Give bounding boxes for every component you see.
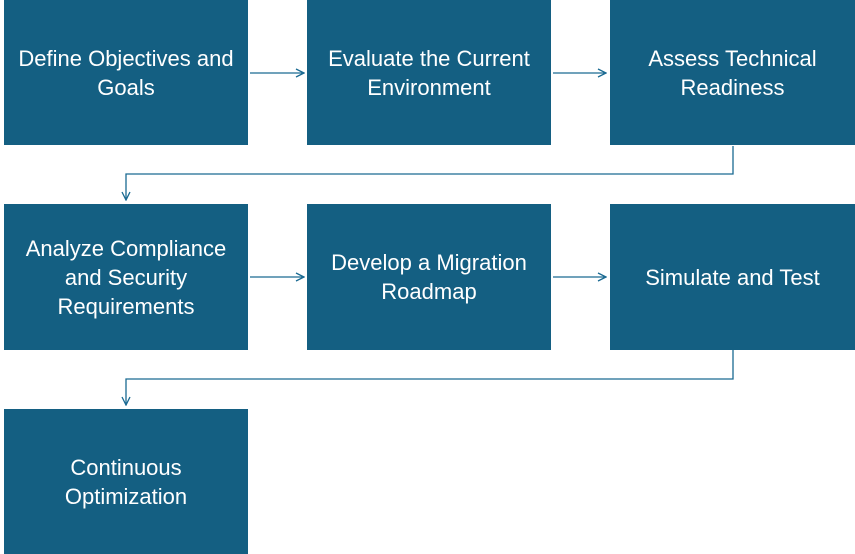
step-label: Continuous Optimization [64, 454, 188, 509]
step-analyze-compliance: Analyze Compliance and Security Requirem… [4, 204, 248, 350]
step-label: Develop a Migration Roadmap [331, 250, 527, 304]
step-simulate-test: Simulate and Test [610, 204, 855, 350]
step-assess-readiness: Assess Technical Readiness [610, 0, 855, 145]
step-label: Evaluate the Current Environment [328, 45, 530, 100]
step-label: Assess Technical Readiness [648, 45, 817, 100]
step-label: Simulate and Test [645, 264, 820, 290]
arrow-step6-to-step7 [126, 350, 734, 405]
step-develop-roadmap: Develop a Migration Roadmap [307, 204, 551, 350]
step-continuous-optimization: Continuous Optimization [4, 409, 248, 554]
step-label: Define Objectives and Goals [18, 45, 234, 100]
step-define-objectives: Define Objectives and Goals [4, 0, 248, 145]
step-evaluate-environment: Evaluate the Current Environment [307, 0, 551, 145]
step-label: Analyze Compliance and Security Requirem… [25, 235, 227, 319]
arrow-step3-to-step4 [126, 146, 734, 200]
